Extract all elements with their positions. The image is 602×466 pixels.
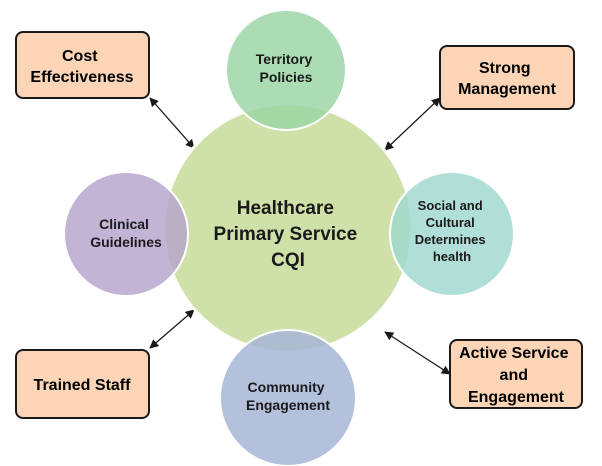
trained-label: Trained Staff bbox=[34, 377, 132, 394]
clinical-label: Clinical Guidelines bbox=[90, 216, 162, 250]
box-cost bbox=[15, 31, 150, 99]
box-active bbox=[449, 339, 583, 409]
social-line-1: Social and bbox=[418, 198, 483, 213]
connector-trained bbox=[149, 309, 195, 349]
clinical-circle bbox=[63, 171, 189, 297]
social-line-3: Determines bbox=[415, 232, 486, 247]
community-line-2: Engagement bbox=[246, 397, 330, 413]
center-line-1: Healthcare bbox=[237, 198, 334, 219]
cost-line-1: Cost bbox=[62, 48, 98, 65]
trained-line-1: Trained Staff bbox=[34, 377, 132, 394]
clinical-line-2: Guidelines bbox=[90, 234, 162, 250]
territory-label: Territory Policies bbox=[256, 51, 316, 85]
strong-line-2: Management bbox=[458, 81, 556, 98]
connector-active bbox=[384, 331, 451, 375]
active-label: Active Service and Engagement bbox=[459, 345, 573, 406]
active-line-2: and bbox=[500, 367, 528, 384]
territory-line-1: Territory bbox=[256, 51, 313, 67]
active-line-1: Active Service bbox=[459, 345, 569, 362]
strong-line-1: Strong bbox=[479, 60, 531, 77]
social-circle bbox=[389, 171, 515, 297]
active-line-3: Engagement bbox=[468, 389, 565, 406]
territory-line-2: Policies bbox=[260, 69, 313, 85]
box-trained bbox=[15, 349, 150, 419]
social-line-2: Cultural bbox=[426, 215, 475, 230]
center-line-2: Primary Service bbox=[214, 224, 358, 245]
territory-circle bbox=[225, 9, 347, 131]
cost-line-2: Effectiveness bbox=[30, 69, 133, 86]
community-line-1: Community bbox=[248, 379, 325, 395]
clinical-line-1: Clinical bbox=[99, 216, 149, 232]
social-line-4: health bbox=[433, 249, 471, 264]
community-circle bbox=[219, 329, 357, 466]
center-label: Healthcare Primary Service CQI bbox=[214, 198, 363, 271]
box-strong bbox=[439, 45, 575, 110]
strong-label: Strong Management bbox=[458, 60, 556, 98]
connector-strong bbox=[384, 97, 441, 151]
social-label: Social and Cultural Determines health bbox=[415, 198, 489, 264]
center-line-3: CQI bbox=[271, 250, 305, 271]
cost-label: Cost Effectiveness bbox=[30, 48, 133, 86]
community-label: Community Engagement bbox=[246, 379, 330, 413]
connector-cost bbox=[149, 97, 195, 149]
